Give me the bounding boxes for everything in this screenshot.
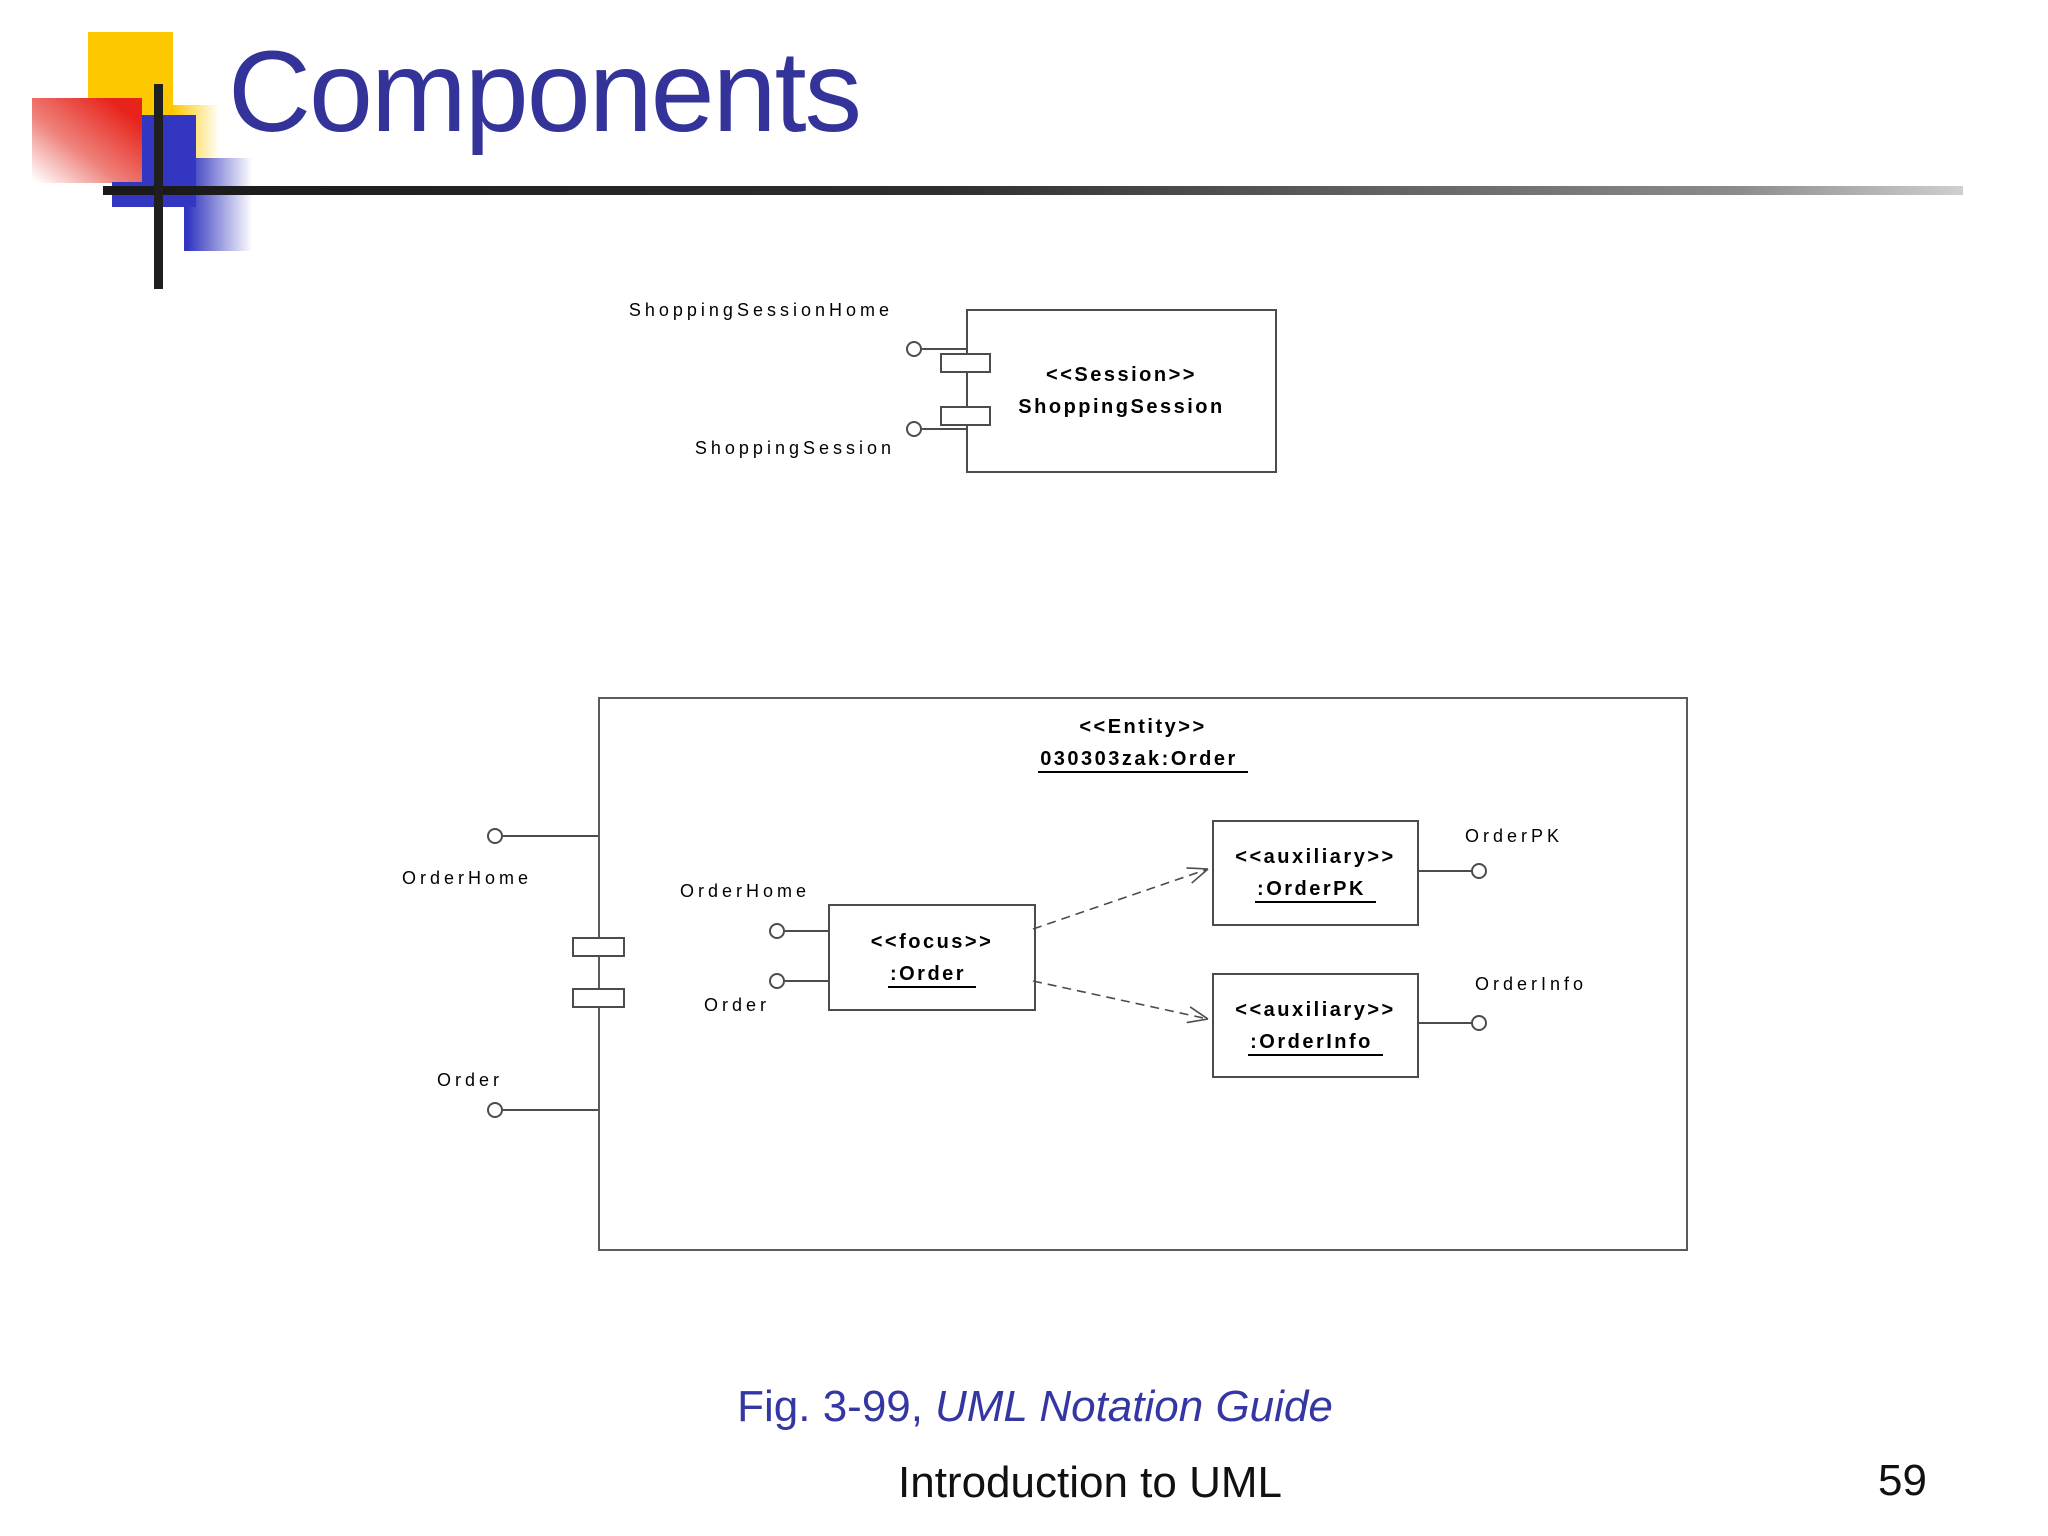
component-tab <box>940 406 991 426</box>
interface-stem <box>785 930 828 932</box>
interface-stem <box>922 428 966 430</box>
figure-caption-source: UML Notation Guide <box>935 1382 1333 1431</box>
interface-stem <box>503 835 598 837</box>
class-name: :Order <box>887 958 977 990</box>
header-horizontal-rule <box>103 186 1963 195</box>
footer-title: Introduction to UML <box>898 1458 1282 1507</box>
component-name-underlined: 030303zak:Order <box>1038 748 1248 773</box>
interface-label-orderpk: OrderPK <box>1465 826 1564 846</box>
class-stereotype: <<auxiliary>> <box>1235 846 1396 868</box>
interface-label-shoppingsessionhome: ShoppingSessionHome <box>628 300 893 320</box>
lollipop-interface <box>906 341 922 357</box>
component-name: 030303zak:Order <box>1038 743 1248 775</box>
interface-label-orderhome-outer: OrderHome <box>402 868 533 888</box>
class-name: :OrderInfo <box>1248 1026 1383 1058</box>
lollipop-interface <box>487 828 503 844</box>
decor-red-square <box>32 98 142 183</box>
lollipop-interface <box>1471 863 1487 879</box>
component-tab <box>572 988 625 1008</box>
class-box-focus-order: <<focus>> :Order <box>828 904 1036 1011</box>
lollipop-interface <box>487 1102 503 1118</box>
component-name: ShoppingSession <box>1018 396 1225 418</box>
interface-label-order-outer: Order <box>437 1070 504 1090</box>
slide-title: Components <box>228 28 862 156</box>
component-stereotype: <<Entity>> <box>1079 716 1207 738</box>
lollipop-interface <box>1471 1015 1487 1031</box>
interface-stem <box>1417 870 1473 872</box>
page-number: 59 <box>1878 1456 1927 1505</box>
component-stereotype: <<Session>> <box>1046 364 1197 386</box>
interface-label-order-focus: Order <box>703 995 770 1015</box>
component-box-shoppingsession: <<Session>> ShoppingSession <box>966 309 1277 473</box>
interface-stem <box>503 1109 598 1111</box>
figure-caption: Fig. 3-99,UML Notation Guide <box>737 1382 1333 1432</box>
lollipop-interface <box>769 923 785 939</box>
class-name-underlined: :Order <box>887 962 977 988</box>
lollipop-interface <box>906 421 922 437</box>
interface-label-shoppingsession: ShoppingSession <box>694 438 895 458</box>
class-stereotype: <<auxiliary>> <box>1235 998 1396 1021</box>
header-vertical-rule <box>154 84 163 289</box>
class-name: :OrderPK <box>1255 873 1376 905</box>
lollipop-interface <box>769 973 785 989</box>
class-name-underlined: :OrderInfo <box>1248 1030 1383 1056</box>
interface-stem <box>785 980 828 982</box>
interface-stem <box>922 348 966 350</box>
interface-label-orderinfo: OrderInfo <box>1475 974 1588 994</box>
decor-blue-fade <box>184 158 256 251</box>
class-box-auxiliary-orderinfo: <<auxiliary>> :OrderInfo <box>1212 973 1419 1078</box>
interface-stem <box>1417 1022 1473 1024</box>
class-stereotype: <<focus>> <box>870 930 994 953</box>
class-box-auxiliary-orderpk: <<auxiliary>> :OrderPK <box>1212 820 1419 926</box>
component-tab <box>572 937 625 957</box>
component-tab <box>940 353 991 373</box>
interface-label-orderhome-focus: OrderHome <box>679 881 810 901</box>
figure-caption-number: Fig. 3-99, <box>737 1382 924 1431</box>
class-name-underlined: :OrderPK <box>1255 878 1376 903</box>
